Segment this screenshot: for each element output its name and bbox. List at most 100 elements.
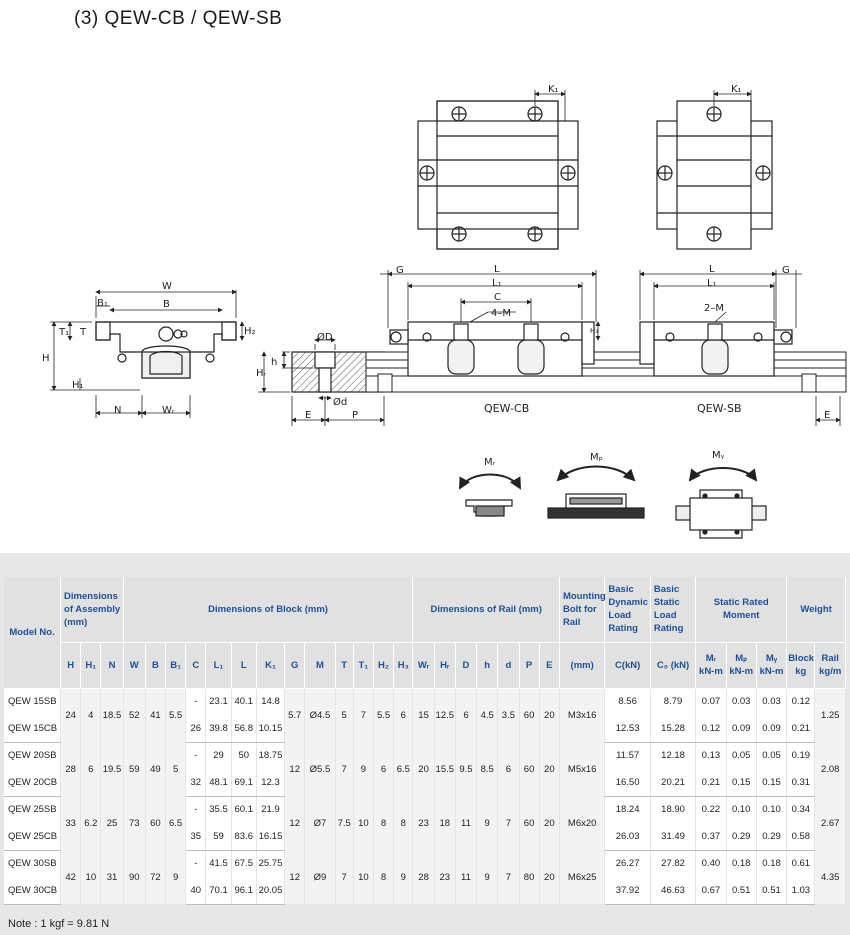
col-dyn-unit: C(kN) — [604, 642, 651, 689]
dim-m-sb: 2–M — [704, 303, 724, 314]
cell-block-w: 0.31 — [786, 769, 816, 797]
cell-g: 12 — [284, 796, 306, 850]
col-h: H — [60, 642, 82, 689]
col-group-assembly: Dimensions of Assembly (mm) — [60, 577, 124, 643]
cell-n: 19.5 — [100, 742, 124, 796]
moment-my-icon — [675, 467, 767, 539]
cell-d: 7 — [497, 850, 520, 904]
cell-stat: 31.49 — [650, 823, 697, 851]
cb-caption: QEW-CB — [484, 402, 529, 415]
col-e: E — [539, 642, 560, 689]
col-h1: H₁ — [80, 642, 102, 689]
dim-wr: Wᵣ — [162, 405, 175, 416]
grease-nipple-icon — [158, 326, 188, 342]
cell-p: 60 — [519, 742, 540, 796]
moment-mp-label: Mₚ — [590, 452, 603, 463]
cell-stat: 12.18 — [650, 742, 697, 769]
cell-k1: 25.75 — [256, 850, 286, 877]
dim-n: N — [114, 405, 121, 416]
cell-g: 12 — [284, 850, 306, 904]
cell-w: 73 — [123, 796, 146, 850]
cell-stat: 27.82 — [650, 850, 697, 877]
bolt-hole-icon — [706, 106, 722, 122]
cell-b: 49 — [145, 742, 167, 796]
cell-mr: 0.07 — [695, 688, 727, 715]
cell-model: QEW 25CB — [4, 823, 62, 851]
cell-b1: 6.5 — [165, 796, 187, 850]
cell-h1: 6.2 — [80, 796, 102, 850]
cell-w: 59 — [123, 742, 146, 796]
technical-drawing: K₁ K₁ — [42, 84, 847, 539]
dim-hr: Hᵣ — [256, 368, 267, 379]
bolt-hole-icon — [527, 226, 543, 242]
cell-l1: 23.1 — [205, 688, 232, 715]
cell-my: 0.15 — [756, 769, 788, 797]
cell-model: QEW 15SB — [4, 688, 62, 715]
cell-my: 0.18 — [756, 850, 788, 877]
cell-l1: 29 — [205, 742, 232, 769]
footnote: Note : 1 kgf = 9.81 N — [8, 918, 110, 930]
bolt-hole-icon — [527, 106, 543, 122]
cell-l: 60.1 — [231, 796, 257, 823]
dim-p: P — [352, 410, 358, 421]
cell-h: 33 — [60, 796, 82, 850]
col-group-moment: Static Rated Moment — [695, 577, 788, 643]
cell-wr: 15 — [412, 688, 435, 742]
cell-b1: 9 — [165, 850, 187, 904]
cell-mp: 0.15 — [726, 769, 757, 797]
cell-t1: 9 — [353, 742, 374, 796]
cell-d: 7 — [497, 796, 520, 850]
col-l1: L₁ — [205, 642, 232, 689]
col-bolt-unit: (mm) — [559, 642, 606, 689]
cell-m: Ø4.5 — [304, 688, 336, 742]
cell-my: 0.09 — [756, 715, 788, 743]
cell-m: Ø5.5 — [304, 742, 336, 796]
cell-l1: 39.8 — [205, 715, 232, 743]
cell-model: QEW 30SB — [4, 850, 62, 877]
col-model: Model No. — [4, 577, 62, 689]
front-view — [50, 289, 245, 418]
dim-h3-cb: H₃ — [590, 327, 598, 335]
cell-l: 67.5 — [231, 850, 257, 877]
cell-b1: 5 — [165, 742, 187, 796]
moment-mr-label: Mᵣ — [484, 457, 496, 468]
col-k1: K₁ — [256, 642, 286, 689]
cell-bolt: M6x25 — [559, 850, 606, 904]
sb-caption: QEW-SB — [697, 402, 742, 415]
cell-m: Ø9 — [304, 850, 336, 904]
cell-mr: 0.37 — [695, 823, 727, 851]
cell-dyn: 16.50 — [604, 769, 651, 797]
cell-mr: 0.40 — [695, 850, 727, 877]
cell-mr: 0.22 — [695, 796, 727, 823]
dim-h-small: h — [271, 357, 277, 368]
dim-t: T — [79, 327, 87, 338]
cell-d: 6 — [497, 742, 520, 796]
cell-p: 60 — [519, 688, 540, 742]
cell-h1: 6 — [80, 742, 102, 796]
cell-my: 0.03 — [756, 688, 788, 715]
cell-bolt: M5x16 — [559, 742, 606, 796]
dim-l1-cb: L₁ — [492, 278, 502, 289]
cell-c: - — [185, 850, 207, 877]
col-my-label: Mᵧ — [765, 653, 778, 664]
dim-b1: B₁ — [97, 298, 108, 309]
cell-block-w: 0.19 — [786, 742, 816, 769]
cell-h3: 9 — [393, 850, 414, 904]
cell-dyn: 12.53 — [604, 715, 651, 743]
moment-my-label: Mᵧ — [712, 450, 725, 461]
cell-c: - — [185, 688, 207, 715]
cell-l: 50 — [231, 742, 257, 769]
dim-g-cb: G — [396, 265, 404, 276]
bolt-hole-icon — [419, 165, 435, 181]
dim-h2: H₂ — [244, 326, 256, 337]
col-g: G — [284, 642, 306, 689]
cell-k1: 21.9 — [256, 796, 286, 823]
col-t1: T₁ — [353, 642, 374, 689]
cell-model: QEW 30CB — [4, 877, 62, 905]
cell-c: 26 — [185, 715, 207, 743]
bolt-hole-icon — [755, 165, 771, 181]
cell-mr: 0.67 — [695, 877, 727, 905]
cell-wr: 23 — [412, 796, 435, 850]
dim-g-sb: G — [782, 265, 790, 276]
